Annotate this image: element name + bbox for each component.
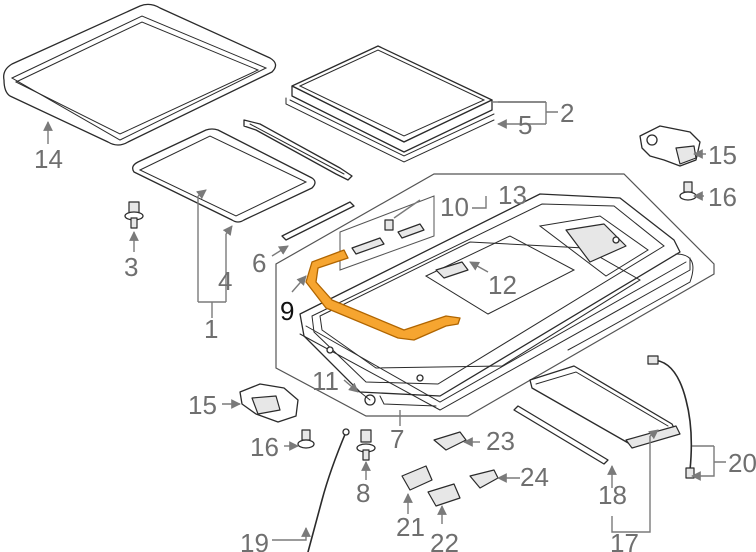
callout-22: 22: [430, 528, 459, 552]
part-6-wind-strip[interactable]: [281, 201, 355, 241]
callout-23: 23: [486, 426, 515, 456]
callout-15-lower: 15: [188, 390, 217, 420]
callout-14: 14: [34, 144, 63, 174]
part-3-bolt[interactable]: [124, 201, 144, 229]
callout-2: 2: [560, 98, 574, 128]
part-16-screw-lower[interactable]: [297, 429, 315, 449]
part-6-deflector-strip[interactable]: [243, 119, 353, 181]
callout-3: 3: [124, 252, 138, 282]
part-12-bracket[interactable]: [435, 261, 469, 279]
callout-21: 21: [396, 512, 425, 542]
callout-7: 7: [390, 424, 404, 454]
part-16-screw-upper[interactable]: [679, 181, 697, 201]
part-23-clip[interactable]: [433, 431, 467, 451]
part-4-sunshade-panel[interactable]: [132, 128, 316, 223]
callout-24: 24: [520, 462, 549, 492]
callout-17: 17: [610, 528, 639, 552]
callout-6: 6: [252, 248, 266, 278]
callout-12: 12: [488, 270, 517, 300]
callout-labels: 14 3 4 1 2 5 6 9 10 13 12 11 7 15 16 15 …: [34, 98, 756, 552]
callout-10: 10: [440, 192, 469, 222]
part-2-glass-panel[interactable]: [291, 45, 493, 153]
callout-16-lower: 16: [250, 432, 279, 462]
leader-lines: [43, 101, 726, 541]
part-9-front-rail[interactable]: [305, 249, 461, 341]
part-19-drain-hose[interactable]: [307, 428, 350, 552]
callout-20: 20: [728, 448, 756, 478]
part-22-clip[interactable]: [427, 483, 461, 507]
callout-8: 8: [356, 478, 370, 508]
part-18-roller-rail[interactable]: [513, 405, 609, 465]
part-15-motor-lower[interactable]: [239, 383, 299, 423]
part-15-motor-upper[interactable]: [639, 125, 701, 167]
part-8-bolt[interactable]: [356, 429, 376, 461]
callout-16-upper: 16: [708, 182, 737, 212]
callout-9: 9: [280, 296, 294, 326]
callout-18: 18: [598, 480, 627, 510]
callout-5: 5: [518, 110, 532, 140]
callout-15-upper: 15: [708, 140, 737, 170]
part-17-sunshade-roller[interactable]: [529, 365, 681, 449]
part-14-outer-seal[interactable]: [3, 3, 277, 146]
callout-13: 13: [498, 180, 527, 210]
callout-19: 19: [240, 528, 269, 552]
part-24-clip[interactable]: [469, 469, 499, 489]
callout-1: 1: [204, 314, 218, 344]
part-20-drain-hose[interactable]: [647, 355, 695, 479]
part-5-glass-seal[interactable]: [285, 97, 495, 163]
callout-11: 11: [312, 366, 339, 396]
part-21-clip[interactable]: [401, 465, 433, 491]
callout-4: 4: [218, 266, 232, 296]
